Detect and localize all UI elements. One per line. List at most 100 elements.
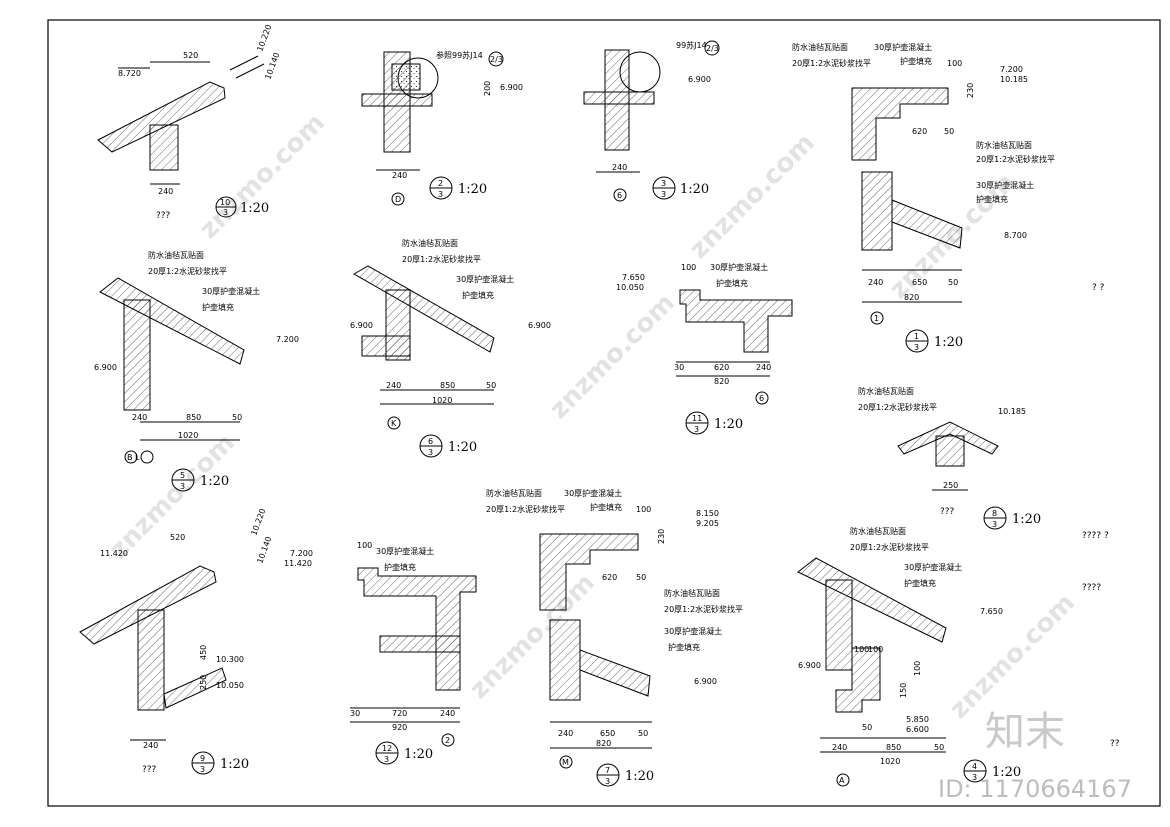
dim-label: 650 — [600, 729, 615, 738]
dim-label: 100 — [947, 59, 962, 68]
note-label: 30厚护壶混凝土 — [202, 286, 260, 296]
elev-label: 6.900 — [350, 321, 373, 330]
detail-4 — [797, 557, 947, 787]
ref-den: 3 — [972, 773, 977, 782]
side-note: ? ? — [1092, 283, 1105, 293]
note-label: 防水油毡瓦贴面 — [850, 526, 906, 536]
dim-label: 820 — [904, 293, 919, 302]
dim-label: 100 — [854, 645, 869, 654]
note-label: 20厚1:2水泥砂浆找平 — [976, 154, 1055, 164]
note-label: 30厚护壶混凝土 — [456, 274, 514, 284]
elev-label: 8.720 — [118, 69, 141, 78]
detail-scale: 1:20 — [680, 182, 709, 197]
note-label: 护壶填充 — [900, 56, 932, 66]
dim-label: 30 — [350, 709, 360, 718]
elev-label: 6.900 — [798, 661, 821, 670]
ref-den: 3 — [384, 755, 389, 764]
note-label: 30厚护壶混凝土 — [376, 546, 434, 556]
detail-scale: 1:20 — [934, 335, 963, 350]
elev-label: 7.650 — [622, 273, 645, 282]
elev-label: 10.220 — [255, 23, 273, 52]
detail-6-labels: 防水油毡瓦贴面 20厚1:2水泥砂浆找平 30厚护壶混凝土 护壶填充 6.900… — [350, 238, 551, 458]
note-ref: 2/3 — [490, 55, 503, 64]
grid-label: 2 — [445, 736, 450, 745]
dim-label: 820 — [596, 739, 611, 748]
detail-scale: 1:20 — [404, 747, 433, 762]
dim-label: 100 — [913, 661, 922, 676]
ref-den: 3 — [992, 520, 997, 529]
elev-label: 6.600 — [906, 725, 929, 734]
dim-label: 620 — [714, 363, 729, 372]
note-label: 20厚1:2水泥砂浆找平 — [148, 266, 227, 276]
note-label: 30厚护壶混凝土 — [710, 262, 768, 272]
ref-den: 3 — [914, 343, 919, 352]
dim-label: 1020 — [880, 757, 900, 766]
dim-label: 650 — [912, 278, 927, 287]
elev-label: 7.200 — [1000, 65, 1023, 74]
dim-label: 230 — [657, 529, 666, 544]
dim-label: 620 — [602, 573, 617, 582]
detail-scale: 1:20 — [625, 769, 654, 784]
detail-6 — [352, 265, 495, 430]
detail-1 — [851, 87, 963, 325]
note-label: 20厚1:2水泥砂浆找平 — [664, 604, 743, 614]
note-label: 防水油毡瓦贴面 — [148, 250, 204, 260]
detail-5 — [99, 277, 245, 464]
grid-label: D — [395, 195, 401, 204]
elev-label: 8.150 — [696, 509, 719, 518]
note-label: 护壶填充 — [976, 194, 1008, 204]
grid-label: B L — [127, 453, 140, 462]
detail-scale: 1:20 — [1012, 512, 1041, 527]
elev-label: 10.220 — [249, 507, 267, 536]
dim-label: 100 — [868, 645, 883, 654]
dim-label: 1020 — [432, 396, 452, 405]
dim-label: 520 — [183, 51, 198, 60]
dim-label: 240 — [158, 187, 173, 196]
grid-label: M — [562, 758, 569, 767]
dim-label: 250 — [199, 675, 208, 690]
dim-label: 50 — [944, 127, 954, 136]
detail-scale: 1:20 — [240, 201, 269, 216]
elev-label: 7.200 — [290, 549, 313, 558]
note-label: 护壶填充 — [590, 502, 622, 512]
ref-den: 3 — [180, 482, 185, 491]
elev-label: 10.185 — [998, 407, 1026, 416]
detail-2-labels: 参照99苏J14 2/3 200 6.900 240 D 2 3 1:20 — [392, 50, 523, 204]
dim-label: 620 — [912, 127, 927, 136]
detail-scale: 1:20 — [714, 417, 743, 432]
detail-12 — [350, 567, 477, 747]
note-label: 护壶填充 — [384, 562, 416, 572]
dim-label: 50 — [636, 573, 646, 582]
dim-label: 30 — [674, 363, 684, 372]
dim-label: 240 — [832, 743, 847, 752]
note-label: 20厚1:2水泥砂浆找平 — [858, 402, 937, 412]
elev-label: 6.900 — [688, 75, 711, 84]
side-note: ?? — [1110, 739, 1120, 749]
detail-4-labels: 防水油毡瓦贴面 20厚1:2水泥砂浆找平 30厚护壶混凝土 护壶填充 7.650… — [798, 526, 1120, 785]
ref-num: 11 — [692, 414, 702, 423]
watermark-site: znzmo.com — [104, 428, 241, 565]
grid-label: 1 — [874, 314, 879, 323]
dim-label: 720 — [392, 709, 407, 718]
elev-label: 10.050 — [216, 681, 244, 690]
elev-label: 9.205 — [696, 519, 719, 528]
side-note: ???? ? — [1082, 531, 1109, 541]
elev-label: 10.140 — [255, 535, 273, 564]
detail-scale: 1:20 — [220, 757, 249, 772]
ref-den: 3 — [605, 777, 610, 786]
dim-label: 1020 — [178, 431, 198, 440]
elev-label: 11.420 — [100, 549, 128, 558]
detail-9 — [79, 565, 227, 741]
detail-8-labels: 防水油毡瓦贴面 20厚1:2水泥砂浆找平 10.185 250 ??? 8 3 … — [858, 386, 1109, 593]
note-label: 20厚1:2水泥砂浆找平 — [486, 504, 565, 514]
note-label: 防水油毡瓦贴面 — [976, 140, 1032, 150]
dim-label: 240 — [392, 171, 407, 180]
elev-label: 10.185 — [1000, 75, 1028, 84]
ref-num: 10 — [220, 198, 230, 207]
ref-num: 4 — [972, 762, 977, 771]
elev-label: 5.850 — [906, 715, 929, 724]
watermark-brand: 知末 — [985, 709, 1065, 755]
detail-scale: 1:20 — [992, 765, 1021, 780]
dim-label: 820 — [714, 377, 729, 386]
